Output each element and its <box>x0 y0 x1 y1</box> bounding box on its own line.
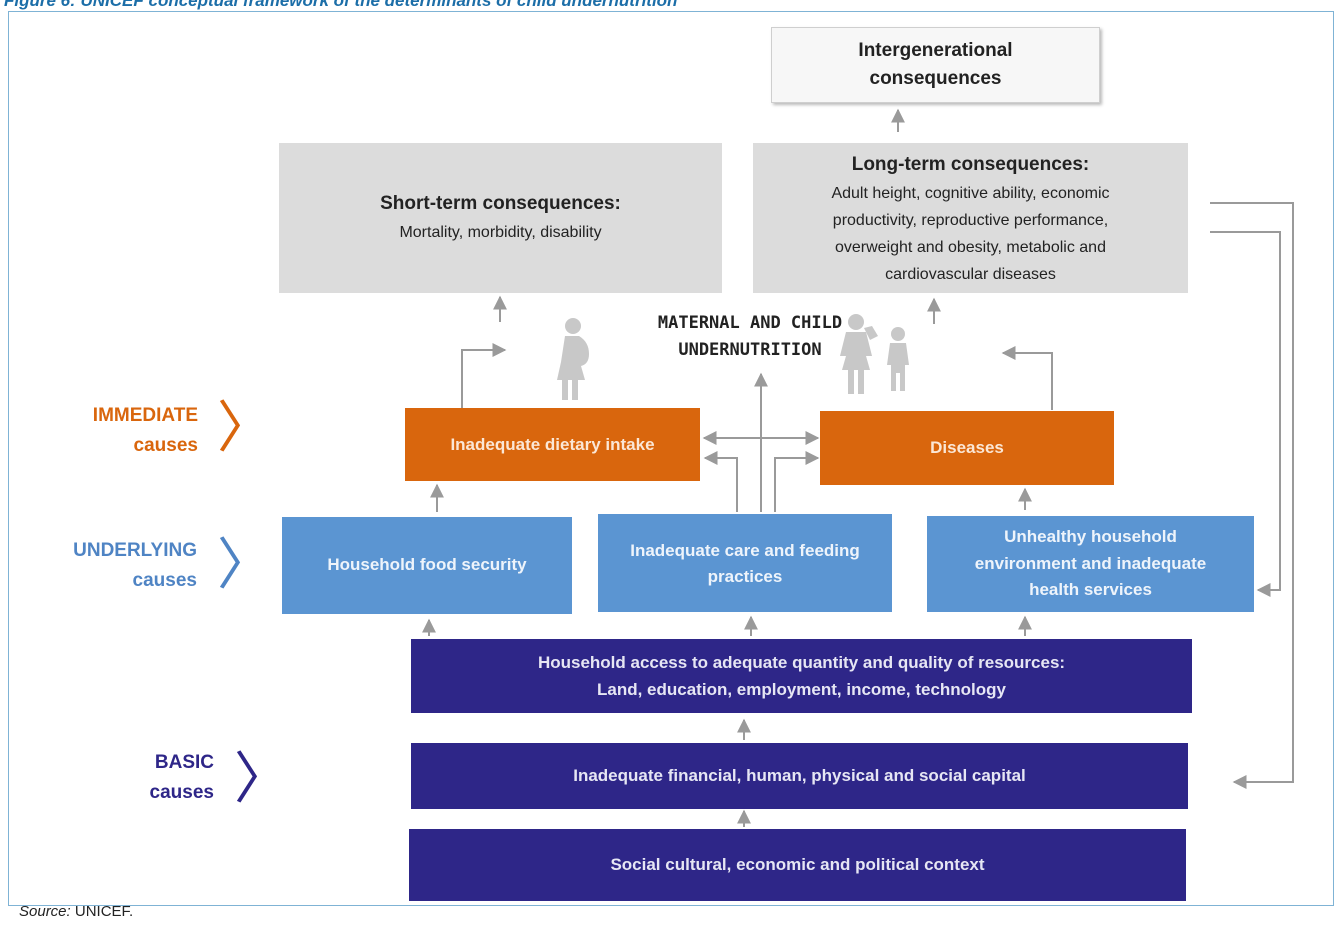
immediate-label-line-2: causes <box>133 435 198 456</box>
underlying-chevron-icon: 〉 <box>217 533 273 598</box>
household-access-resources-box: Household access to adequate quantity an… <box>411 639 1192 713</box>
long-term-detail-3: overweight and obesity, metabolic and <box>835 239 1106 257</box>
figure-title: Figure 6: UNICEF conceptual framework of… <box>4 0 678 10</box>
food-security-label: Household food security <box>327 555 527 575</box>
dietary-intake-label: Inadequate dietary intake <box>450 434 655 454</box>
source-label: Source: <box>19 903 71 920</box>
access-line-1: Household access to adequate quantity an… <box>537 652 1066 672</box>
long-term-detail-4: cardiovascular diseases <box>885 266 1056 284</box>
short-term-detail: Mortality, morbidity, disability <box>399 223 602 241</box>
basic-causes-label: BASIC causes <box>60 748 214 808</box>
basic-chevron-icon: 〉 <box>234 747 290 812</box>
capital-label: Inadequate financial, human, physical an… <box>573 766 1026 786</box>
household-food-security-box: Household food security <box>282 517 572 614</box>
undernutrition-title-line-2: UNDERNUTRITION <box>678 340 822 360</box>
underlying-label-line-2: causes <box>132 570 197 591</box>
immediate-chevron-icon: 〉 <box>217 396 273 461</box>
long-term-heading: Long-term consequences: <box>851 154 1090 176</box>
immediate-label-line-1: IMMEDIATE <box>92 405 198 426</box>
long-term-consequences-box: Long-term consequences: Adult height, co… <box>753 143 1188 293</box>
intergenerational-line-2: consequences <box>869 68 1002 89</box>
household-environment-health-services-box: Unhealthy household environment and inad… <box>927 516 1254 612</box>
diseases-box: Diseases <box>820 411 1114 485</box>
underlying-label-line-1: UNDERLYING <box>73 540 197 561</box>
diseases-label: Diseases <box>930 438 1004 457</box>
short-term-consequences-box: Short-term consequences: Mortality, morb… <box>279 143 722 293</box>
long-term-detail-2: productivity, reproductive performance, <box>832 212 1109 230</box>
environment-line-3: health services <box>1029 580 1152 600</box>
long-term-detail-1: Adult height, cognitive ability, economi… <box>831 184 1110 202</box>
intergenerational-line-1: Intergenerational <box>858 39 1013 61</box>
access-line-2: Land, education, employment, income, tec… <box>597 680 1006 699</box>
mother-and-child-icon <box>840 314 909 394</box>
environment-line-2: environment and inadequate <box>974 553 1207 573</box>
context-box: Social cultural, economic and political … <box>409 829 1186 901</box>
immediate-causes-label: IMMEDIATE causes <box>40 401 198 461</box>
inadequate-dietary-intake-box: Inadequate dietary intake <box>405 408 700 481</box>
intergenerational-consequences-box: Intergenerational consequences <box>771 27 1100 103</box>
source-value: UNICEF. <box>74 903 134 920</box>
short-term-heading: Short-term consequences: <box>380 193 621 215</box>
undernutrition-title-line-1: MATERNAL AND CHILD <box>657 313 843 333</box>
source-note: Source: UNICEF. <box>19 903 133 920</box>
care-feeding-practices-box: Inadequate care and feeding practices <box>598 514 892 612</box>
environment-line-1: Unhealthy household <box>1004 527 1177 547</box>
underlying-causes-label: UNDERLYING causes <box>20 536 197 596</box>
care-feeding-line-2: practices <box>707 567 783 587</box>
figure-frame <box>8 11 1334 906</box>
basic-label-line-2: causes <box>149 782 214 803</box>
basic-label-line-1: BASIC <box>154 752 214 773</box>
capital-box: Inadequate financial, human, physical an… <box>411 743 1188 809</box>
pregnant-woman-icon <box>557 318 589 400</box>
context-label: Social cultural, economic and political … <box>610 855 985 875</box>
care-feeding-line-1: Inadequate care and feeding <box>630 541 860 560</box>
undernutrition-title: MATERNAL AND CHILD UNDERNUTRITION <box>560 310 940 364</box>
